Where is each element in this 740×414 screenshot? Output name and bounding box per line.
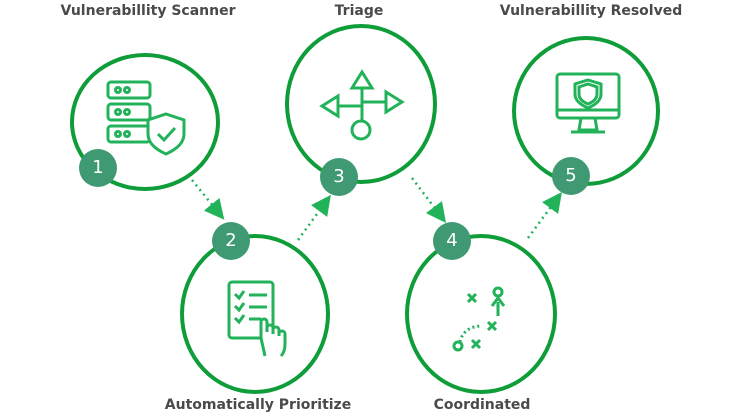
arrow-4-5 [526, 191, 562, 239]
step-4-label: Coordinated [433, 397, 531, 413]
arrow-1-2 [191, 179, 225, 220]
server-shield-icon [106, 80, 186, 156]
step-3-badge: 3 [320, 158, 358, 196]
step-3-label: Triage [334, 3, 384, 19]
step-1-badge: 1 [79, 149, 117, 187]
step-2-label: Automatically Prioritize [164, 397, 352, 413]
strategy-play-icon [452, 286, 506, 352]
step-2-badge: 2 [212, 222, 250, 260]
arrow-3-4 [411, 177, 447, 223]
step-1-label: Vulnerabillity Scanner [60, 3, 236, 19]
step-4-circle [405, 234, 557, 394]
step-5-label: Vulnerabillity Resolved [499, 3, 683, 19]
step-4-badge: 4 [433, 222, 471, 260]
step-5-badge: 5 [552, 157, 590, 195]
checklist-hand-icon [227, 280, 287, 358]
monitor-shield-icon [555, 72, 621, 134]
arrow-2-3 [296, 194, 331, 241]
step-2-circle [180, 234, 330, 394]
arrows-split-icon [319, 69, 405, 141]
